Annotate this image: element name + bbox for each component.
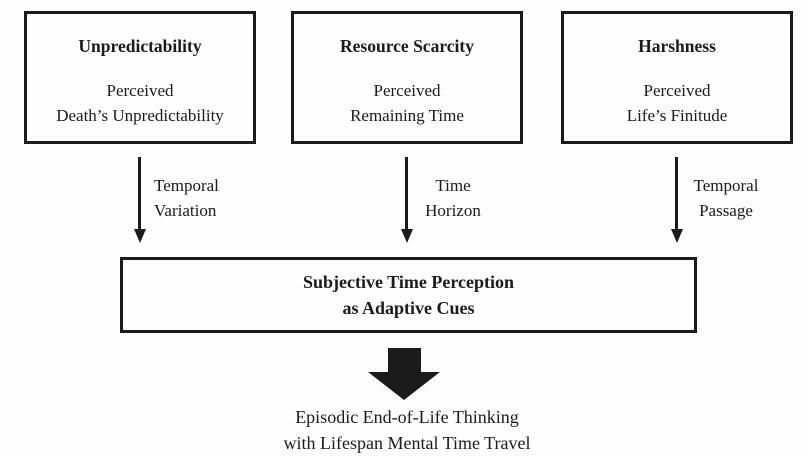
box-harshness: Harshness Perceived Life’s Finitude bbox=[561, 11, 793, 144]
box-title: Harshness bbox=[638, 36, 716, 56]
arrow-head bbox=[670, 229, 683, 243]
arrow-head bbox=[400, 229, 413, 243]
box-subtitle: Perceived Life’s Finitude bbox=[626, 81, 728, 125]
arrow-label-temporal-variation: Temporal Variation bbox=[154, 176, 219, 220]
box-resource-scarcity: Resource Scarcity Perceived Remaining Ti… bbox=[291, 11, 523, 144]
arrow-stem bbox=[387, 348, 421, 372]
down-arrow-icon bbox=[400, 157, 413, 243]
box-unpredictability: Unpredictability Perceived Death’s Unpre… bbox=[24, 11, 256, 144]
thick-down-arrow-icon bbox=[368, 348, 440, 400]
arrow-tip bbox=[368, 372, 440, 400]
down-arrow-icon bbox=[133, 157, 146, 243]
box-subjective-time-perception: Subjective Time Perception as Adaptive C… bbox=[120, 257, 697, 333]
outcome-text: Episodic End-of-Life Thinking with Lifes… bbox=[283, 407, 531, 453]
box-subtitle: Perceived Death’s Unpredictability bbox=[56, 81, 224, 125]
down-arrow-icon bbox=[670, 157, 683, 243]
box-title: Resource Scarcity bbox=[340, 36, 474, 56]
arrow-label-temporal-passage: Temporal Passage bbox=[693, 176, 759, 220]
arrow-shaft bbox=[405, 157, 408, 229]
arrow-shaft bbox=[138, 157, 141, 229]
arrow-label-time-horizon: Time Horizon bbox=[425, 176, 481, 220]
box-subtitle: Perceived Remaining Time bbox=[350, 81, 464, 125]
box-title: Unpredictability bbox=[78, 36, 202, 56]
arrow-shaft bbox=[675, 157, 678, 229]
arrow-head bbox=[133, 229, 146, 243]
